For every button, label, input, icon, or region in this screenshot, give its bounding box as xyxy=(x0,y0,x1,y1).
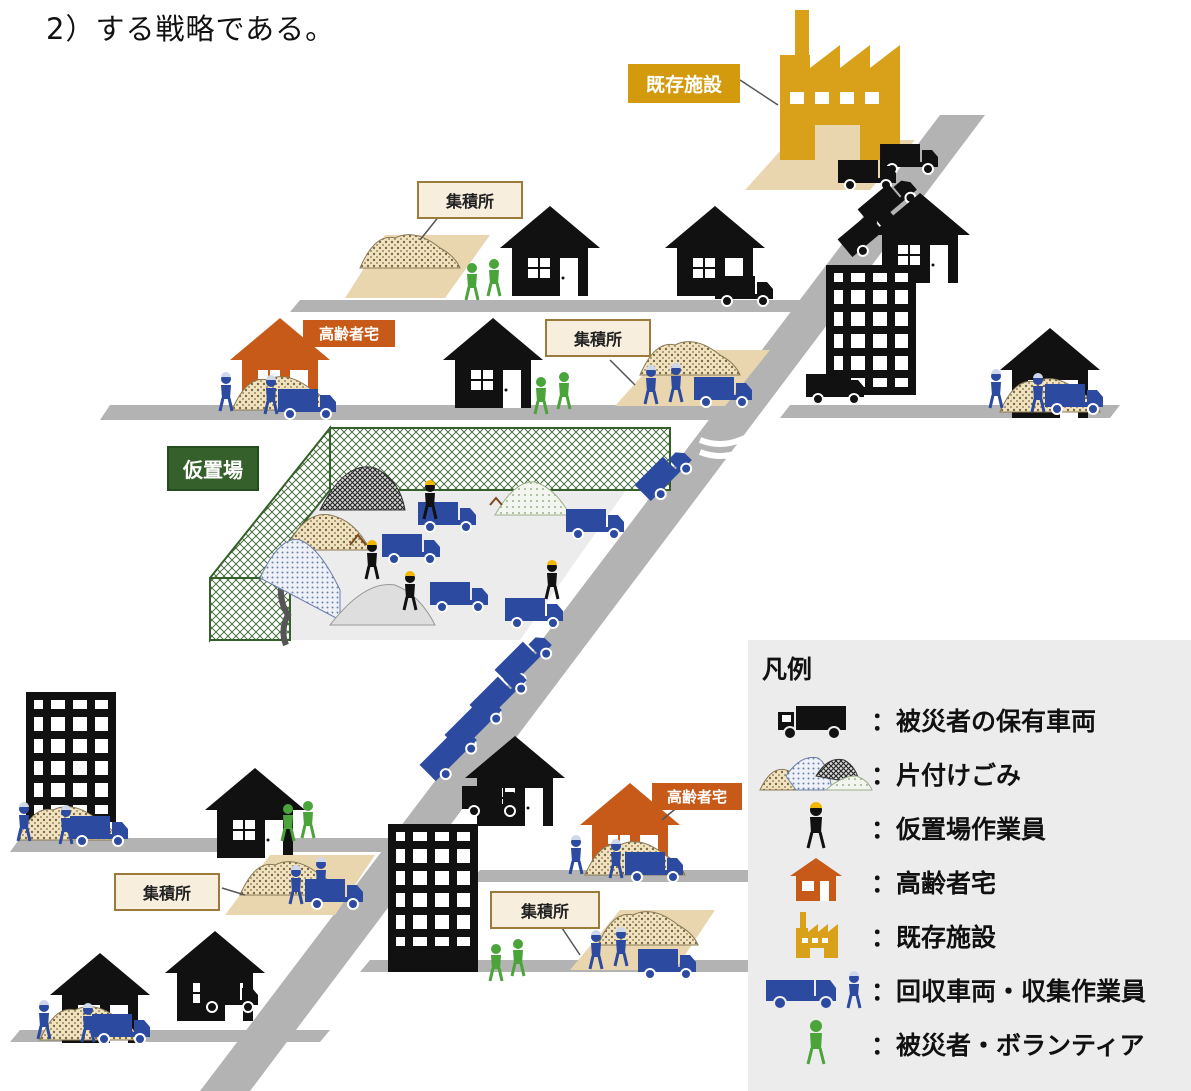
factory-illustration xyxy=(780,10,900,160)
legend-label: ：既存施設 xyxy=(871,923,997,952)
legend-label: ：高齢者宅 xyxy=(871,869,997,898)
temporary-site-label: 仮置場 xyxy=(167,446,259,491)
legend-item-site-worker: ：仮置場作業員 xyxy=(748,800,1191,854)
legend-item-facility: ：既存施設 xyxy=(748,908,1191,962)
legend-label: ：被災者の保有車両 xyxy=(871,707,1097,736)
collection-truck-worker-icon xyxy=(766,971,862,1010)
factory-icon xyxy=(796,912,838,958)
legend-item-collection: ：回収車両・収集作業員 xyxy=(748,962,1191,1016)
debris-pile-icon xyxy=(759,756,873,791)
site-worker-icon xyxy=(806,802,826,849)
legend-item-private-truck: ：被災者の保有車両 xyxy=(748,692,1191,746)
elderly-home-label-2: 高齢者宅 xyxy=(652,783,742,810)
legend-label: ：回収車両・収集作業員 xyxy=(871,977,1147,1006)
volunteer-icon xyxy=(806,1020,826,1065)
legend-item-debris: ：片付けごみ xyxy=(748,746,1191,800)
facility-label: 既存施設 xyxy=(628,64,740,103)
legend-title: 凡例 xyxy=(762,655,813,684)
collection-point-label-3: 集積所 xyxy=(114,873,220,911)
collection-point-label-1: 集積所 xyxy=(417,181,523,219)
private-truck-icon xyxy=(778,706,846,740)
collection-point-label-4: 集積所 xyxy=(490,891,600,929)
elderly-home-label-1: 高齢者宅 xyxy=(303,320,395,347)
temporary-storage-site xyxy=(209,425,698,647)
elderly-house-icon xyxy=(790,858,842,901)
intro-text: 2）する戦略である。 xyxy=(46,12,336,46)
legend: 凡例 ：被災者の保有車両 ：片付けごみ ：仮置場作業員 xyxy=(748,640,1191,1091)
legend-label: ：被災者・ボランティア xyxy=(871,1031,1145,1060)
legend-label: ：片付けごみ xyxy=(871,761,1022,790)
legend-item-volunteer: ：被災者・ボランティア xyxy=(748,1016,1191,1070)
collection-point-label-2: 集積所 xyxy=(545,319,651,357)
legend-item-elderly-home: ：高齢者宅 xyxy=(748,854,1191,908)
legend-label: ：仮置場作業員 xyxy=(871,815,1047,844)
